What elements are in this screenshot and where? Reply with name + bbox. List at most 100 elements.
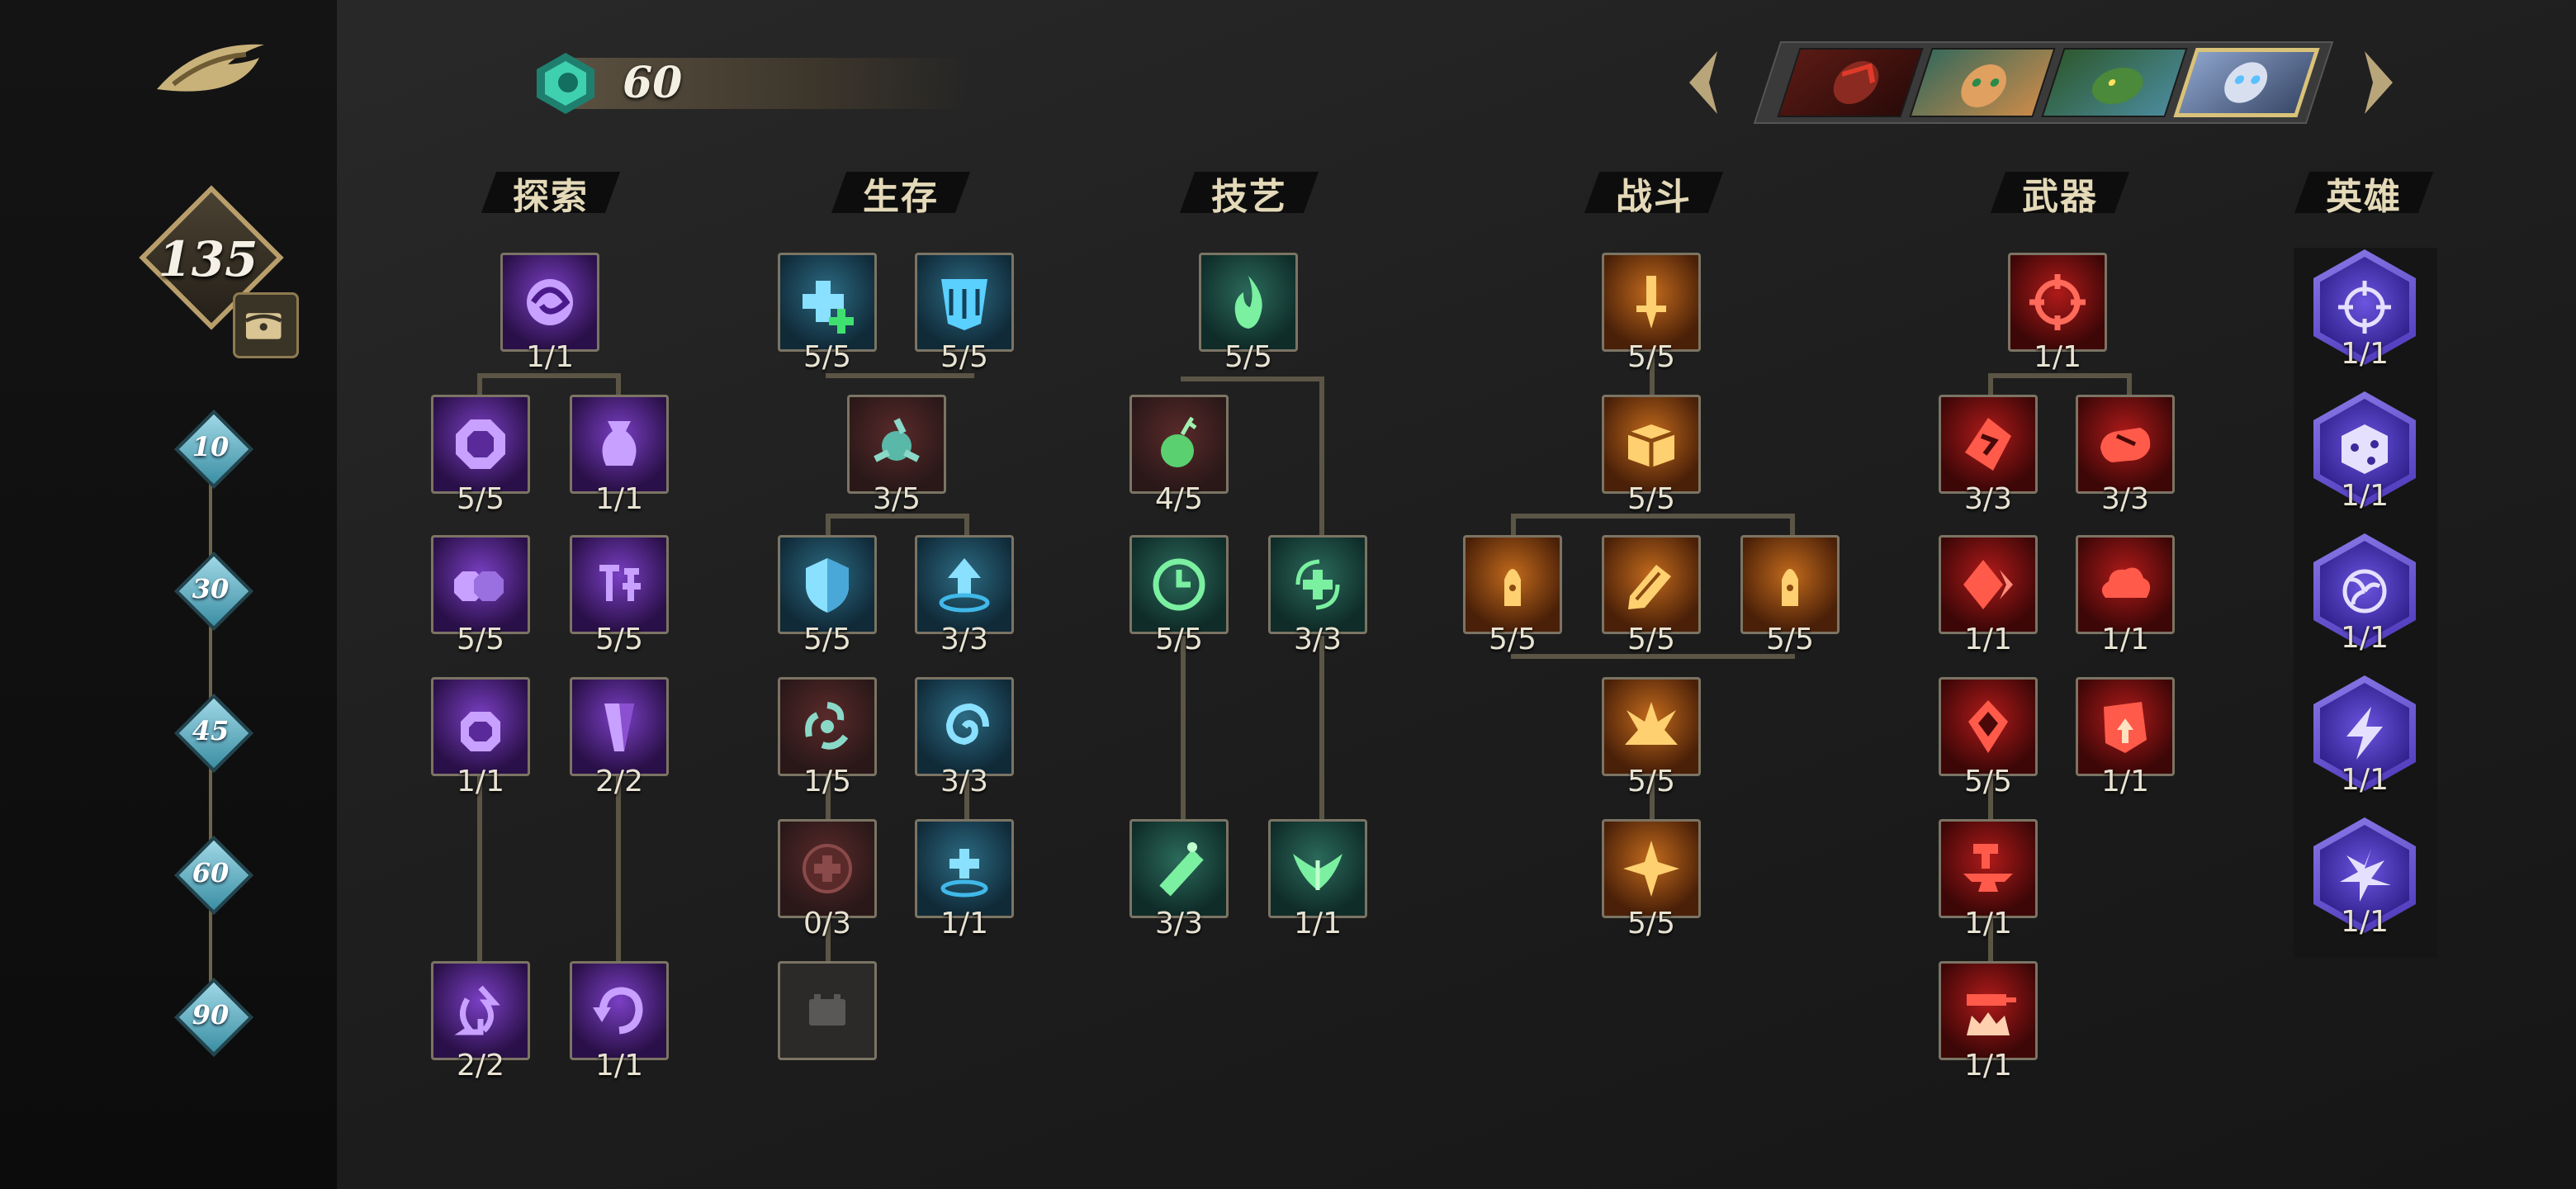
milestone-60[interactable]: 60 [173, 835, 254, 916]
combat-node-3[interactable]: 5/5 [1463, 535, 1562, 656]
explore-node-3[interactable]: 1/1 [570, 395, 669, 516]
milestone-45[interactable]: 45 [173, 693, 254, 774]
survival-node-10-locked[interactable] [778, 961, 877, 1060]
survival-node-2[interactable]: 5/5 [915, 253, 1014, 374]
hero-node-2[interactable]: 1/1 [2313, 391, 2416, 513]
survival-node-3[interactable]: 3/5 [847, 395, 946, 516]
craft-node-6[interactable]: 1/1 [1268, 819, 1367, 940]
reward-chest-button[interactable] [233, 292, 299, 358]
fist-icon [2100, 428, 2151, 462]
spiral-icon [945, 703, 989, 746]
shield-up-icon [2104, 702, 2147, 753]
trinity-orb-icon [874, 418, 920, 462]
explore-node-4[interactable]: 5/5 [431, 535, 530, 656]
explore-node-7[interactable]: 2/2 [570, 677, 669, 798]
explore-node-2[interactable]: 5/5 [431, 395, 530, 516]
target-icon [2029, 274, 2086, 330]
gem-arrow-icon [1968, 700, 2008, 753]
explore-node-6[interactable]: 1/1 [431, 677, 530, 798]
craft-node-1[interactable]: 5/5 [1199, 253, 1298, 374]
hero-3-portrait-icon [2091, 68, 2143, 104]
swirl-icon [527, 279, 573, 325]
dice-icon [2342, 424, 2388, 474]
explore-node-5[interactable]: 5/5 [570, 535, 669, 656]
sidebar: 135 10 30 45 60 90 [0, 0, 337, 1189]
weapon-node-6[interactable]: 5/5 [1939, 677, 2038, 798]
bullet-icon [1504, 569, 1521, 606]
column-title-combat: 战斗 [1584, 162, 1724, 220]
weapon-node-9[interactable]: 1/1 [1939, 961, 2038, 1082]
swirl-orbs-icon [805, 702, 849, 750]
ricochet-icon [1965, 418, 2011, 471]
hero-tab-2[interactable] [1909, 48, 2056, 117]
hero-tab-1[interactable] [1777, 48, 1924, 117]
weapon-node-4[interactable]: 1/1 [1939, 535, 2038, 656]
hero-4-portrait-icon [2224, 62, 2268, 103]
weapon-node-8[interactable]: 1/1 [1939, 819, 2038, 940]
vortex-icon [2342, 569, 2387, 613]
hero-tab-3[interactable] [2041, 48, 2188, 117]
explore-node-9[interactable]: 1/1 [570, 961, 669, 1082]
back-logo-icon[interactable] [149, 25, 272, 107]
plus-ring-icon [940, 849, 988, 898]
combat-node-1[interactable]: 5/5 [1602, 253, 1701, 374]
hero-2-portrait-icon [1961, 64, 2007, 107]
weapon-node-7[interactable]: 1/1 [2076, 677, 2175, 798]
column-title-explore: 探索 [481, 162, 621, 220]
weapon-node-1[interactable]: 1/1 [2008, 253, 2107, 374]
bullet-icon [1782, 569, 1798, 606]
currency-display: 60 [532, 46, 978, 121]
explore-node-8[interactable]: 2/2 [431, 961, 530, 1082]
pen-bullet-icon [1628, 565, 1671, 609]
shield-grid-icon [941, 279, 987, 330]
hero-node-4[interactable]: 1/1 [2313, 675, 2416, 797]
explore-node-1[interactable]: 1/1 [500, 253, 599, 374]
combat-node-5[interactable]: 5/5 [1740, 535, 1840, 656]
survival-node-9[interactable]: 1/1 [915, 819, 1014, 940]
flame-icon [1234, 276, 1262, 329]
coin-glow-icon [461, 712, 500, 751]
milestone-10[interactable]: 10 [173, 409, 254, 490]
craft-node-3[interactable]: 5/5 [1129, 535, 1229, 656]
diamond-arrow-icon [1963, 560, 2013, 609]
octagon-coin-icon [456, 419, 505, 469]
hero-node-5[interactable]: 1/1 [2313, 817, 2416, 939]
battery-icon [809, 994, 845, 1026]
cloud-icon [2101, 567, 2151, 598]
prev-hero-arrow-icon[interactable] [1684, 48, 1721, 117]
survival-node-1[interactable]: 5/5 [778, 253, 877, 374]
milestone-30[interactable]: 30 [173, 551, 254, 632]
survival-node-5[interactable]: 3/3 [915, 535, 1014, 656]
undo-arrow-icon [593, 987, 643, 1035]
survival-node-7[interactable]: 3/3 [915, 677, 1014, 798]
hero-node-1[interactable]: 1/1 [2313, 249, 2416, 371]
craft-node-4[interactable]: 3/3 [1268, 535, 1367, 656]
currency-value: 60 [623, 58, 683, 108]
hero-node-3[interactable]: 1/1 [2313, 533, 2416, 655]
next-hero-arrow-icon[interactable] [2361, 48, 2398, 117]
weapon-node-3[interactable]: 3/3 [2076, 395, 2175, 516]
craft-node-5[interactable]: 3/3 [1129, 819, 1229, 940]
milestone-90[interactable]: 90 [173, 977, 254, 1058]
craft-node-2[interactable]: 4/5 [1129, 395, 1229, 516]
combat-node-2[interactable]: 5/5 [1602, 395, 1701, 516]
recycle-icon [454, 985, 500, 1035]
survival-node-6[interactable]: 1/5 [778, 677, 877, 798]
survival-node-4[interactable]: 5/5 [778, 535, 877, 656]
crate-icon [1627, 424, 1675, 467]
combat-node-4[interactable]: 5/5 [1602, 535, 1701, 656]
hero-tab-4-selected[interactable] [2173, 48, 2320, 117]
shield-icon [806, 558, 849, 613]
gem-currency-icon [537, 53, 594, 114]
arrow-up-ring-icon [939, 558, 990, 613]
combat-node-7[interactable]: 5/5 [1602, 819, 1701, 940]
double-coin-icon [454, 571, 504, 601]
discount-tag-icon [599, 565, 641, 601]
survival-node-8[interactable]: 0/3 [778, 819, 877, 940]
medkit-icon [803, 844, 852, 893]
weapon-node-2[interactable]: 3/3 [1939, 395, 2038, 516]
combat-node-6[interactable]: 5/5 [1602, 677, 1701, 798]
lightning-icon [2346, 707, 2383, 760]
vase-icon [602, 421, 637, 466]
weapon-node-5[interactable]: 1/1 [2076, 535, 2175, 656]
